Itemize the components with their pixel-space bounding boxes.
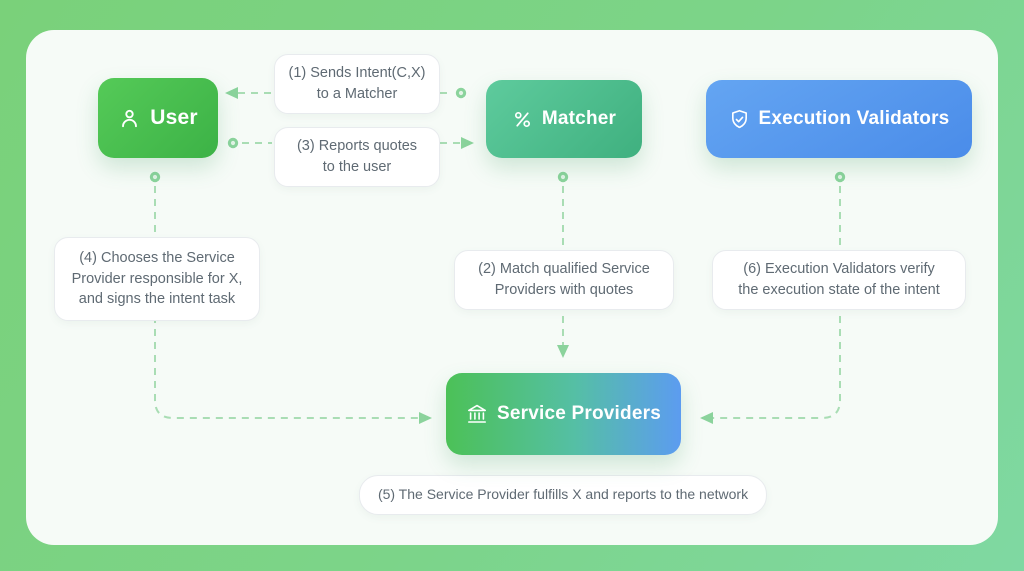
step-label-2: (2) Match qualified Service Providers wi… — [454, 250, 674, 310]
arrowhead-to-providers-left — [419, 412, 432, 424]
node-service-providers: Service Providers — [446, 373, 681, 455]
step-label-1: (1) Sends Intent(C,X) to a Matcher — [274, 54, 440, 114]
percent-icon — [514, 111, 530, 127]
connector-step6-elbow — [713, 186, 841, 419]
step-label-4: (4) Chooses the Service Provider respons… — [54, 237, 260, 321]
arrowhead-to-matcher — [461, 137, 474, 149]
connector-step4-elbow — [154, 186, 419, 419]
node-user: User — [98, 78, 218, 158]
arrowhead-to-providers-right — [700, 412, 713, 424]
node-service-providers-label: Service Providers — [497, 403, 661, 424]
step-label-6: (6) Execution Validators verify the exec… — [712, 250, 966, 310]
arrowhead-to-user — [225, 87, 238, 99]
step-label-3: (3) Reports quotes to the user — [274, 127, 440, 187]
node-matcher-label: Matcher — [541, 108, 617, 129]
step-label-5: (5) The Service Provider fulfills X and … — [358, 475, 768, 515]
node-execution-validators: Execution Validators — [706, 80, 972, 158]
node-matcher: Matcher — [486, 80, 642, 158]
bank-icon — [468, 404, 487, 423]
node-user-label: User — [150, 106, 198, 129]
arrowhead-to-providers-top — [557, 345, 569, 358]
node-execution-validators-label: Execution Validators — [758, 108, 950, 129]
user-icon — [122, 109, 138, 127]
shield-check-icon — [731, 109, 747, 128]
